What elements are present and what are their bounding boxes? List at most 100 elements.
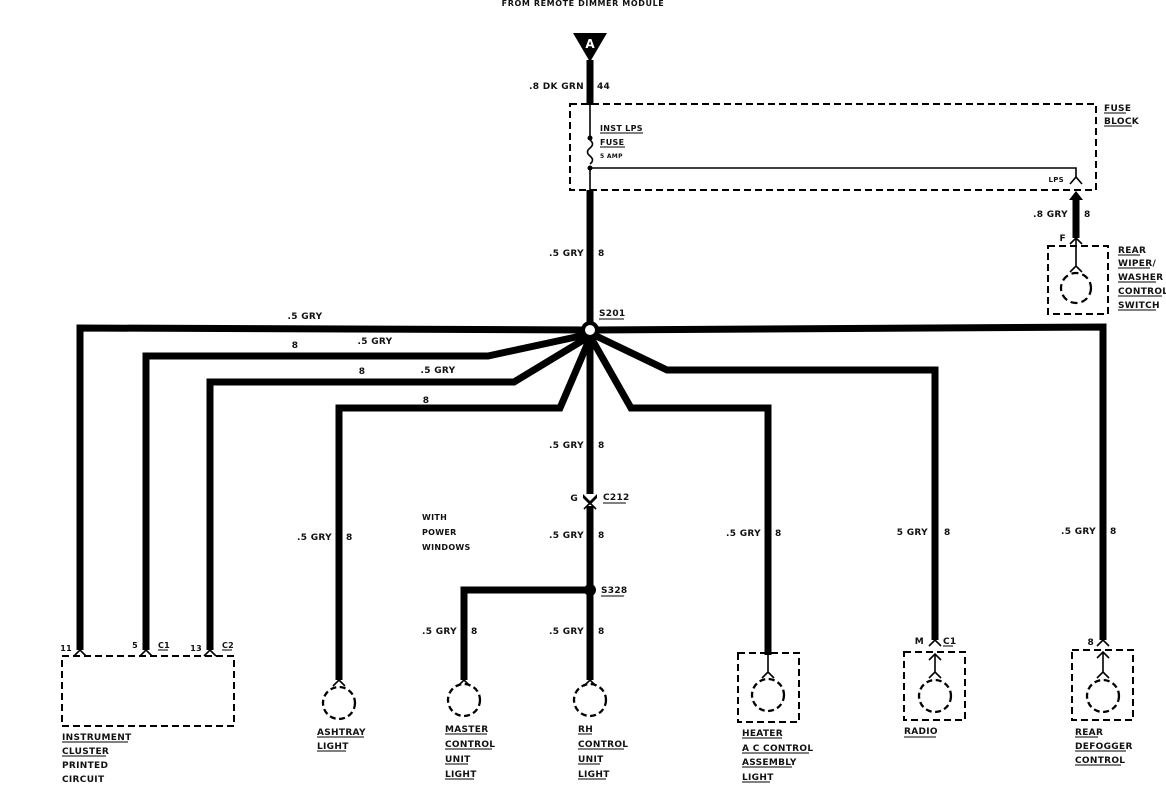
cluster-pin-11: 11 bbox=[60, 644, 72, 653]
svg-text:SWITCH: SWITCH bbox=[1118, 301, 1160, 311]
fuse-name: INST LPS bbox=[600, 124, 643, 133]
ashtray-wire-label: .5 GRY bbox=[297, 533, 332, 543]
radio-light-icon bbox=[917, 678, 953, 714]
wire-circuit: 8 bbox=[423, 396, 430, 406]
fuse-block-label-2: BLOCK bbox=[1104, 117, 1140, 127]
instrument-cluster-label: INSTRUMENT CLUSTER PRINTED CIRCUIT bbox=[62, 733, 132, 785]
trunk-wire-label: .5 GRY bbox=[549, 249, 584, 259]
defogger-wire-label: .5 GRY bbox=[1061, 527, 1096, 537]
svg-text:CIRCUIT: CIRCUIT bbox=[62, 775, 105, 785]
c212-lower-circuit: 8 bbox=[598, 531, 605, 541]
svg-text:CONTROL: CONTROL bbox=[578, 740, 628, 750]
defogger-pin: 8 bbox=[1087, 638, 1094, 648]
rear-wiper-switch-outline bbox=[1047, 245, 1109, 315]
svg-text:POWER: POWER bbox=[422, 528, 457, 537]
rh-control-light-icon bbox=[572, 682, 608, 718]
trunk-wire-circuit: 8 bbox=[598, 249, 605, 259]
svg-text:HEATER: HEATER bbox=[742, 729, 783, 739]
wire-circuit: 8 bbox=[292, 341, 299, 351]
svg-text:UNIT: UNIT bbox=[578, 755, 604, 765]
rh-wire-label: .5 GRY bbox=[549, 627, 584, 637]
splice-s328-icon bbox=[584, 584, 596, 596]
svg-text:ASSEMBLY: ASSEMBLY bbox=[742, 758, 797, 768]
master-wire-label: .5 GRY bbox=[422, 627, 457, 637]
radio-conn: C1 bbox=[943, 637, 956, 647]
wire-cluster-pin5 bbox=[142, 330, 591, 650]
svg-text:DEFOGGER: DEFOGGER bbox=[1075, 742, 1133, 752]
heater-ac-control-outline bbox=[737, 652, 800, 723]
c212-upper-circuit: 8 bbox=[598, 441, 605, 451]
feed-wire-label: .8 DK GRN bbox=[529, 82, 584, 92]
ashtray-wire-circuit: 8 bbox=[346, 533, 353, 543]
splice-s328-label: S328 bbox=[601, 586, 627, 596]
c212-upper-label: .5 GRY bbox=[549, 441, 584, 451]
svg-text:REAR: REAR bbox=[1118, 246, 1146, 256]
svg-text:LIGHT: LIGHT bbox=[317, 742, 349, 752]
radio-wire-circuit: 8 bbox=[944, 528, 951, 538]
wire-defogger bbox=[591, 323, 1107, 640]
svg-text:PRINTED: PRINTED bbox=[62, 761, 108, 771]
cluster-pin-5: 5 bbox=[132, 641, 138, 650]
wire-label: .5 GRY bbox=[358, 337, 393, 347]
wire-ashtray bbox=[335, 336, 594, 680]
c212-lower-label: .5 GRY bbox=[549, 531, 584, 541]
lps-bus bbox=[590, 167, 1077, 178]
svg-text:LIGHT: LIGHT bbox=[578, 770, 610, 780]
cluster-pin-13: 13 bbox=[190, 644, 202, 653]
radio-outline bbox=[903, 651, 966, 721]
rear-wiper-wire-label: .8 GRY bbox=[1033, 210, 1068, 220]
c212-pin: G bbox=[570, 494, 578, 504]
wire-master bbox=[460, 586, 590, 680]
heater-wire-label: .5 GRY bbox=[726, 529, 761, 539]
cluster-conn-c1: C1 bbox=[158, 641, 170, 650]
rear-wiper-switch-icon bbox=[1059, 271, 1093, 305]
radio-label: RADIO bbox=[904, 727, 938, 737]
fuse-icon bbox=[586, 139, 594, 165]
fuse-rating: 5 AMP bbox=[600, 153, 623, 160]
wire-heater bbox=[586, 334, 772, 655]
rh-wire-circuit: 8 bbox=[598, 627, 605, 637]
power-windows-note: WITH POWER WINDOWS bbox=[422, 513, 470, 552]
svg-text:LIGHT: LIGHT bbox=[445, 770, 477, 780]
wire-cluster-pin13 bbox=[206, 333, 592, 650]
svg-text:CONTROL: CONTROL bbox=[1075, 756, 1125, 766]
connector-a-icon: A bbox=[573, 33, 607, 62]
svg-text:WIPER/: WIPER/ bbox=[1118, 259, 1156, 269]
fuse-block-label: FUSE bbox=[1104, 104, 1131, 114]
rh-control-light-label: RH CONTROL UNIT LIGHT bbox=[578, 725, 628, 780]
lps-terminal-label: LPS bbox=[1048, 176, 1064, 184]
svg-text:WASHER: WASHER bbox=[1118, 273, 1163, 283]
master-control-light-icon bbox=[446, 682, 482, 718]
connector-a-label: A bbox=[585, 37, 595, 51]
wire-cluster-pin11 bbox=[76, 324, 591, 650]
radio-wire-label: 5 GRY bbox=[897, 528, 928, 538]
svg-text:CONTROL: CONTROL bbox=[445, 740, 495, 750]
master-wire-circuit: 8 bbox=[471, 627, 478, 637]
rear-defogger-outline bbox=[1071, 649, 1134, 721]
rear-defogger-icon bbox=[1085, 678, 1121, 714]
svg-text:LIGHT: LIGHT bbox=[742, 773, 774, 783]
svg-text:INSTRUMENT: INSTRUMENT bbox=[62, 733, 132, 743]
c212-label: C212 bbox=[603, 493, 630, 503]
wire-label: .5 GRY bbox=[288, 312, 323, 322]
radio-pin: M bbox=[915, 637, 924, 647]
svg-text:RH: RH bbox=[578, 725, 593, 735]
master-control-light-label: MASTER CONTROL UNIT LIGHT bbox=[445, 725, 495, 780]
feed-wire-circuit: 44 bbox=[597, 82, 610, 92]
wire-label: .5 GRY bbox=[421, 366, 456, 376]
instrument-cluster-outline bbox=[61, 655, 235, 727]
rear-wiper-wire-circuit: 8 bbox=[1084, 210, 1091, 220]
splice-s201-label: S201 bbox=[599, 309, 625, 319]
fuse-name-2: FUSE bbox=[600, 138, 624, 147]
rear-wiper-pin: F bbox=[1060, 234, 1066, 244]
arrow-up-icon bbox=[1069, 191, 1083, 200]
rear-wiper-switch-label: REAR WIPER/ WASHER CONTROL SWITCH bbox=[1118, 246, 1166, 311]
heater-ac-control-light-label: HEATER A C CONTROL ASSEMBLY LIGHT bbox=[742, 729, 813, 783]
svg-text:CONTROL: CONTROL bbox=[1118, 287, 1166, 297]
ashtray-light-label: ASHTRAY LIGHT bbox=[317, 728, 366, 752]
cluster-conn-c2: C2 bbox=[222, 641, 234, 650]
svg-text:A C CONTROL: A C CONTROL bbox=[742, 744, 813, 754]
svg-text:UNIT: UNIT bbox=[445, 755, 471, 765]
rear-defogger-label: REAR DEFOGGER CONTROL bbox=[1075, 728, 1133, 766]
